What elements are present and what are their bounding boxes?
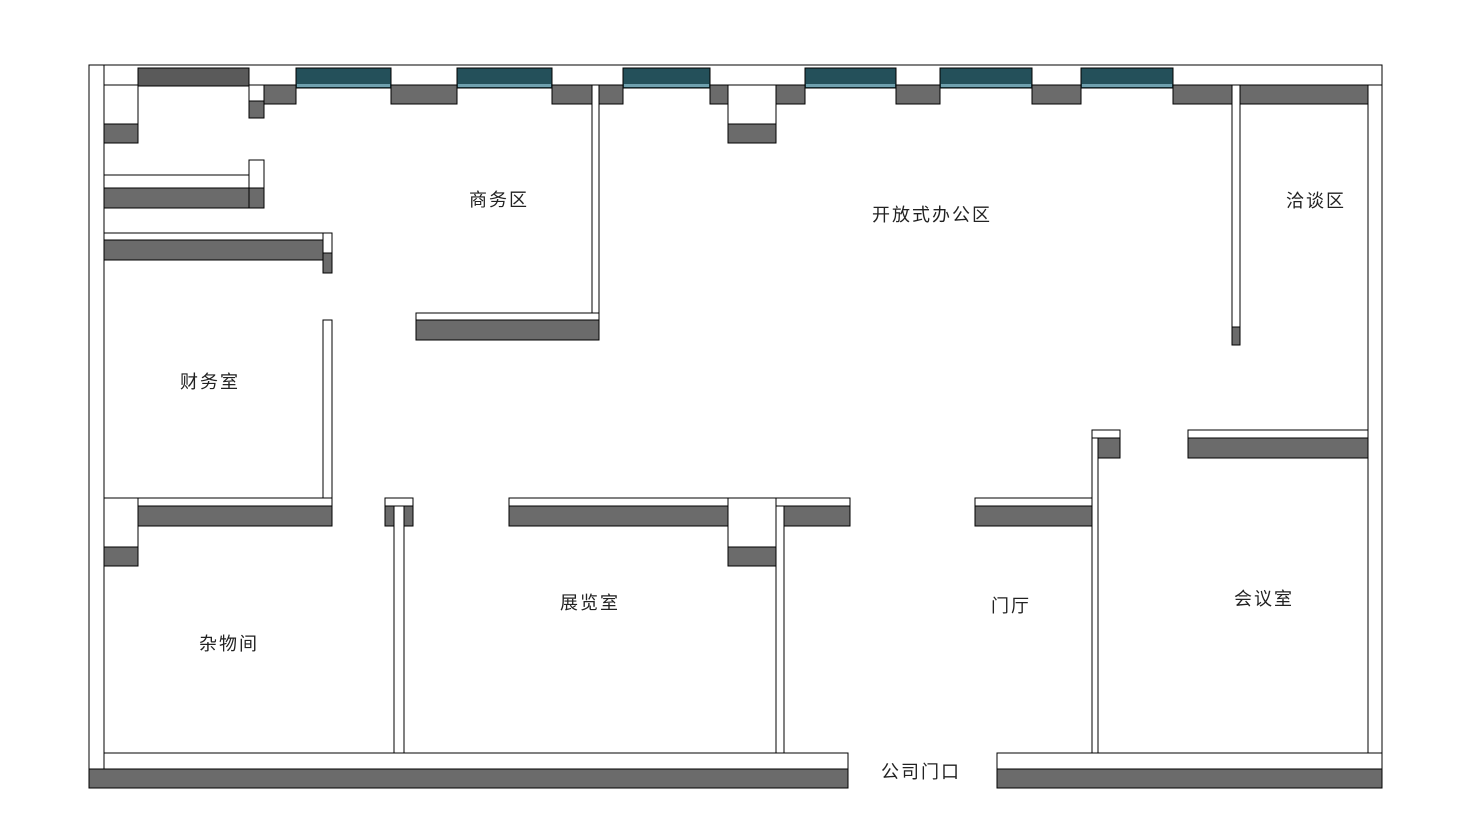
label-negotiation-area: 洽谈区 <box>1286 191 1346 212</box>
window-sill <box>297 84 390 87</box>
label-finance-room: 财务室 <box>180 372 240 393</box>
finance-top-wall-end <box>322 232 333 254</box>
lobby-wall-base <box>974 505 1093 527</box>
bottom-wall-left-base <box>88 768 849 789</box>
partition-business-bottom-base <box>415 319 600 341</box>
pier <box>598 84 624 105</box>
window-sill <box>1082 84 1172 87</box>
corner-column <box>103 84 139 125</box>
meeting-left-wall <box>1091 437 1099 754</box>
column <box>727 84 777 125</box>
window-sill <box>458 84 551 87</box>
cabinet-1-end <box>248 159 265 189</box>
exhibition-top-wall-base-right <box>783 505 851 527</box>
window <box>1080 67 1174 89</box>
bottom-wall-left <box>103 752 849 770</box>
partition-business <box>591 84 600 314</box>
top-cabinet <box>137 67 250 87</box>
column-base <box>727 123 777 144</box>
window <box>804 67 897 89</box>
partition-negotiation-end <box>1231 326 1241 346</box>
partition-business-bottom <box>415 312 600 321</box>
pier <box>1031 84 1082 105</box>
storage-right-wall <box>393 505 405 754</box>
exhibition-top-wall <box>508 497 851 507</box>
pier <box>775 84 806 105</box>
corner-column-base <box>103 123 139 144</box>
left-wall <box>88 64 105 789</box>
cabinet-1 <box>103 174 250 189</box>
label-open-office: 开放式办公区 <box>872 205 992 226</box>
partitions <box>103 84 1369 754</box>
storage-right-cap <box>384 497 414 507</box>
meeting-left-cap-base <box>1097 437 1121 459</box>
label-exhibition-room: 展览室 <box>560 593 620 614</box>
finance-bottom-wall <box>137 497 333 507</box>
top-band <box>103 67 1369 144</box>
label-entrance: 公司门口 <box>881 762 961 783</box>
exhibition-top-wall-base <box>508 505 729 527</box>
label-lobby: 门厅 <box>991 596 1031 617</box>
pier <box>551 84 593 105</box>
bottom-wall-right-base <box>996 768 1383 789</box>
exhibition-right-wall <box>775 505 785 754</box>
pier <box>390 84 458 105</box>
storage-column <box>103 497 139 548</box>
label-business-area: 商务区 <box>469 190 529 211</box>
cabinet-1-end-base <box>248 187 265 209</box>
label-meeting-room: 会议室 <box>1234 589 1294 610</box>
window-sill <box>941 84 1031 87</box>
column-base <box>248 100 265 119</box>
finance-bottom-wall-base <box>137 505 333 527</box>
meeting-top-wall <box>1187 429 1369 439</box>
right-wall <box>1367 84 1383 789</box>
exhibition-column <box>727 497 777 548</box>
window-sill <box>806 84 895 87</box>
window <box>295 67 392 89</box>
lobby-wall <box>974 497 1093 507</box>
finance-right-wall <box>322 319 333 499</box>
window-sill <box>624 84 709 87</box>
window <box>939 67 1033 89</box>
column <box>248 84 265 102</box>
finance-top-wall-end-base <box>322 252 333 274</box>
storage-column-base <box>103 546 139 567</box>
meeting-top-wall-base <box>1187 437 1369 459</box>
outer-walls <box>88 64 1383 789</box>
exhibition-column-base <box>727 546 777 567</box>
finance-top-wall-base <box>103 239 324 261</box>
partition-negotiation <box>1231 84 1241 328</box>
bottom-wall-right <box>996 752 1383 770</box>
pier <box>1172 84 1369 105</box>
pier <box>263 84 297 105</box>
finance-top-wall <box>103 232 324 241</box>
window <box>622 67 711 89</box>
cabinet-1-base <box>103 187 250 209</box>
pier <box>709 84 729 105</box>
label-storage-room: 杂物间 <box>199 634 259 655</box>
meeting-left-cap <box>1091 429 1121 439</box>
window <box>456 67 553 89</box>
top-wall <box>88 64 1383 86</box>
pier <box>895 84 941 105</box>
